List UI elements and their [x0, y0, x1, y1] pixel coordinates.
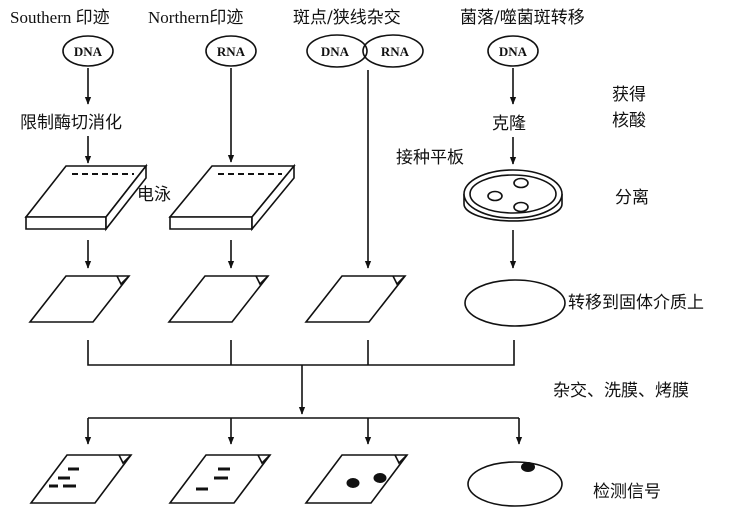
colony-dot: [513, 177, 529, 189]
stage-hybridize: 杂交、洗膜、烤膜: [553, 381, 689, 401]
northern-rna-oval: RNA: [205, 35, 257, 67]
stage-detect: 检测信号: [593, 482, 661, 502]
colony-membrane: [464, 279, 566, 327]
southern-blot-title: Southern 印迹: [10, 8, 110, 27]
stage-obtain-line2: 核酸: [612, 111, 646, 131]
southern-membrane: [28, 275, 131, 323]
southern-result-membrane: [29, 454, 133, 504]
merge-bracket: [87, 340, 515, 366]
northern-result-membrane: [168, 454, 272, 504]
colony-dna-label: DNA: [499, 44, 528, 59]
electrophoresis-label: 电泳: [137, 185, 171, 205]
dot-result-membrane: [304, 454, 409, 504]
inoculate-plate-label: 接种平板: [396, 148, 464, 168]
southern-gel-slab: [24, 163, 148, 232]
clone-label: 克隆: [492, 114, 526, 134]
northern-blot-title: Northern印迹: [148, 8, 243, 27]
colony-result-membrane: [467, 461, 563, 507]
southern-dna-label: DNA: [74, 44, 103, 59]
colony-transfer-title: 菌落/噬菌斑转移: [460, 8, 585, 28]
stage-separate: 分离: [615, 188, 649, 208]
colony-dot: [487, 190, 503, 202]
dot-rna-label: RNA: [381, 44, 410, 59]
colony-dot: [513, 201, 529, 213]
dot-dna-rna-ovals: DNA RNA: [306, 34, 424, 68]
stage-obtain-line1: 获得: [612, 85, 646, 105]
southern-dna-oval: DNA: [62, 35, 114, 67]
dot-dna-label: DNA: [321, 44, 350, 59]
northern-membrane: [167, 275, 270, 323]
stage-transfer: 转移到固体介质上: [568, 293, 704, 313]
restriction-digest-label: 限制酶切消化: [20, 113, 122, 133]
colony-dna-oval: DNA: [487, 35, 539, 67]
signal-dot: [373, 473, 387, 483]
signal-dot: [521, 462, 535, 472]
dot-membrane: [304, 275, 407, 323]
petri-dish: [463, 169, 563, 222]
signal-dot: [346, 478, 360, 488]
northern-rna-label: RNA: [217, 44, 246, 59]
dot-blot-title: 斑点/狭线杂交: [293, 8, 401, 28]
northern-gel-slab: [168, 163, 296, 232]
